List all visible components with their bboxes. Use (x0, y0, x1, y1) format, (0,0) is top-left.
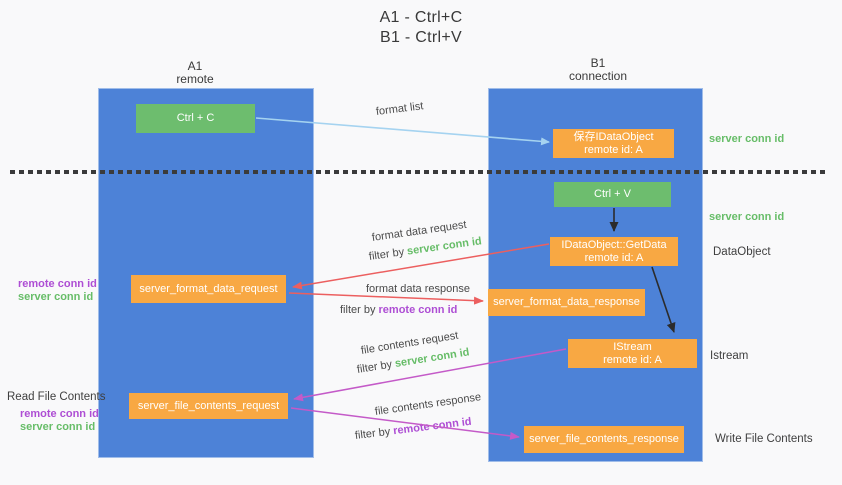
filter-by-text: filter by (368, 245, 408, 263)
left-bottom-labels: Read File Contents remote conn id server… (7, 391, 105, 434)
diagram-title-line2: B1 - Ctrl+V (380, 29, 462, 46)
node-idataobject-getdata-line1: IDataObject::GetData (561, 238, 667, 251)
read-file-contents-label: Read File Contents (7, 391, 106, 403)
node-server-file-contents-response: server_file_contents_response (524, 426, 684, 453)
left-remote-conn-id: remote conn id (18, 278, 97, 290)
node-save-idataobject: 保存IDataObject remote id: A (553, 129, 674, 158)
label-format-list: format list (375, 100, 425, 118)
diagram-title-line1: A1 - Ctrl+C (379, 9, 463, 26)
filter-by-text: filter by (340, 304, 379, 316)
right-dataobject-label: DataObject (713, 246, 771, 258)
left-mid-labels: remote conn id server conn id (18, 278, 97, 304)
left-bottom-remote-conn-id: remote conn id (20, 408, 99, 420)
remote-conn-id-text: remote conn id (378, 304, 458, 316)
node-server-file-contents-request: server_file_contents_request (129, 393, 288, 419)
label-file-contents-response: file contents response (374, 391, 482, 418)
node-ctrl-v: Ctrl + V (554, 182, 671, 207)
right-server-conn-id-mid: server conn id (709, 211, 785, 223)
node-idataobject-getdata-line2: remote id: A (584, 251, 644, 264)
right-istream-label: Istream (710, 350, 749, 362)
node-istream-line1: IStream (613, 340, 652, 353)
node-save-idataobject-line2: remote id: A (584, 143, 643, 156)
remote-conn-id-text: remote conn id (392, 415, 473, 438)
column-header-a1: A1 remote (95, 60, 295, 86)
column-b1-id: B1 (590, 56, 606, 70)
label-filter-remote-1: filter by remote conn id (340, 304, 457, 316)
node-ctrl-c: Ctrl + C (136, 104, 255, 133)
node-istream-line2: remote id: A (603, 353, 662, 366)
left-server-conn-id: server conn id (18, 291, 94, 303)
server-conn-id-text: server conn id (406, 235, 483, 258)
node-server-format-data-response: server_format_data_response (488, 289, 645, 316)
node-idataobject-getdata: IDataObject::GetData remote id: A (550, 237, 678, 266)
label-filter-remote-2: filter by remote conn id (354, 416, 472, 442)
label-format-data-response: format data response (366, 283, 470, 295)
node-save-idataobject-line1: 保存IDataObject (573, 130, 654, 143)
right-server-conn-id-top: server conn id (709, 133, 785, 145)
diagram-title: A1 - Ctrl+C B1 - Ctrl+V (0, 8, 842, 48)
column-b1-name: connection (568, 69, 628, 83)
filter-by-text: filter by (356, 358, 396, 376)
right-write-file-contents-label: Write File Contents (715, 433, 813, 445)
node-istream: IStream remote id: A (568, 339, 697, 368)
column-a1-id: A1 (187, 59, 203, 73)
left-bottom-server-conn-id: server conn id (20, 421, 96, 433)
column-header-b1: B1 connection (498, 57, 698, 83)
node-server-format-data-request: server_format_data_request (131, 275, 286, 303)
dotted-divider (10, 170, 826, 174)
filter-by-text: filter by (354, 425, 394, 442)
column-a1-name: remote (176, 72, 214, 86)
